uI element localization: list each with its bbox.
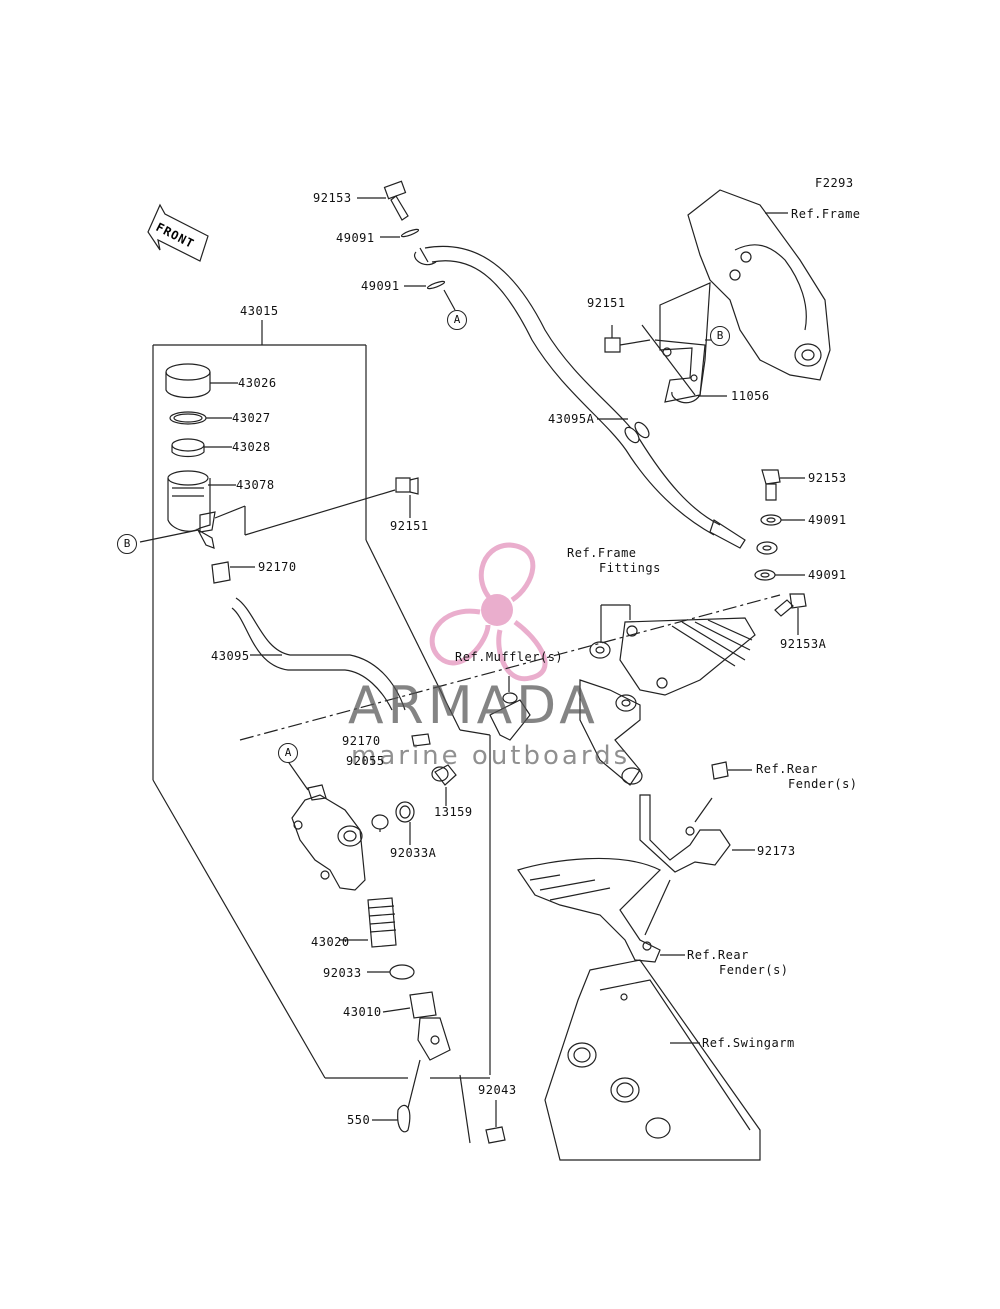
part-label-43095: 43095 [211,649,250,663]
frame-fitting-plate [620,618,755,695]
part-label-92033a: 92033A [390,846,437,860]
ref-rear-fender-2-line1: Ref.Rear [687,948,749,962]
part-label-43028: 43028 [232,440,271,454]
part-label-92153-mid: 92153 [808,471,847,485]
watermark-propeller-icon [432,545,545,679]
front-arrow-icon [148,205,208,261]
part-label-49091-c: 49091 [808,513,847,527]
ref-rear-fender-1-line2: Fender(s) [788,777,858,791]
watermark-tagline: marine outboards [351,741,631,771]
part-label-92170-mid: 92170 [342,734,381,748]
part-label-43027: 43027 [232,411,271,425]
ref-rear-fender-2-line2: Fender(s) [719,963,789,977]
ref-frame-fittings-line1: Ref.Frame [567,546,637,560]
ref-mufflers-label: Ref.Muffler(s) [455,650,564,664]
part-label-11056: 11056 [731,389,770,403]
part-label-43015: 43015 [240,304,279,318]
callout-b-bracket: B [710,326,730,346]
watermark-brand: ARMADA [348,676,599,736]
callout-b-left: B [117,534,137,554]
brake-hose-43095a [425,246,720,525]
ref-rear-fender-1-line1: Ref.Rear [756,762,818,776]
rear-fender [518,858,660,962]
callout-a-top: A [447,310,467,330]
ref-frame-label: Ref.Frame [791,207,861,221]
ref-frame-fittings-line2: Fittings [599,561,661,575]
part-label-13159: 13159 [434,805,473,819]
master-cylinder [292,795,365,890]
part-label-43020: 43020 [311,935,350,949]
part-label-92043: 92043 [478,1083,517,1097]
part-label-49091-d: 49091 [808,568,847,582]
part-label-92170-top: 92170 [258,560,297,574]
part-label-92173: 92173 [757,844,796,858]
part-label-92153-top: 92153 [313,191,352,205]
part-label-43026: 43026 [238,376,277,390]
part-label-43010: 43010 [343,1005,382,1019]
reservoir-hose-43095 [236,598,405,710]
part-label-92151-right: 92151 [587,296,626,310]
diagram-code: F2293 [815,176,854,190]
callout-a-cylinder: A [278,743,298,763]
part-label-550: 550 [347,1113,371,1127]
frame-top-right [688,190,830,380]
banjo-bolt-top [384,181,408,220]
ref-swingarm-label: Ref.Swingarm [702,1036,795,1050]
part-label-92153a: 92153A [780,637,827,651]
part-label-92151-left: 92151 [390,519,429,533]
part-label-92055: 92055 [346,754,385,768]
part-label-92033: 92033 [323,966,362,980]
part-label-43095a: 43095A [548,412,595,426]
part-label-49091-b: 49091 [361,279,400,293]
part-label-49091-a: 49091 [336,231,375,245]
part-label-43078: 43078 [236,478,275,492]
swingarm [545,960,760,1160]
